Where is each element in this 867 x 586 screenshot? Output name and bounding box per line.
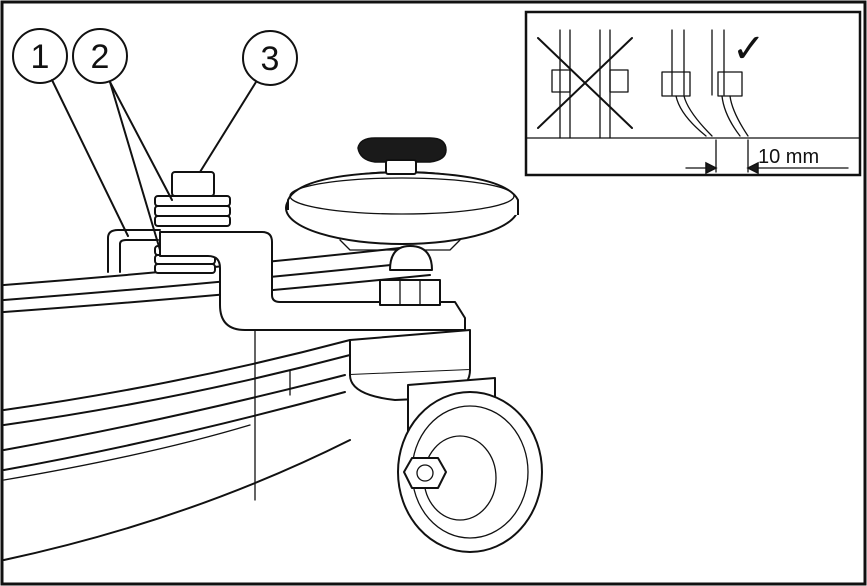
cap-nut — [380, 246, 440, 305]
bolt — [172, 172, 214, 196]
guide-roller — [286, 172, 518, 250]
callout-2-number: 2 — [91, 38, 110, 76]
inset-detail: ✓ 10 mm — [526, 12, 860, 175]
swivel-caster — [350, 330, 542, 552]
callout-3: 3 — [200, 31, 297, 172]
dimension-label: 10 mm — [758, 146, 819, 168]
adjustment-knob — [358, 138, 446, 174]
check-mark-icon: ✓ — [732, 26, 766, 72]
callout-1-number: 1 — [31, 38, 50, 76]
machine-frame — [4, 248, 430, 560]
spring-clip — [108, 230, 160, 272]
callout-3-number: 3 — [261, 40, 280, 78]
